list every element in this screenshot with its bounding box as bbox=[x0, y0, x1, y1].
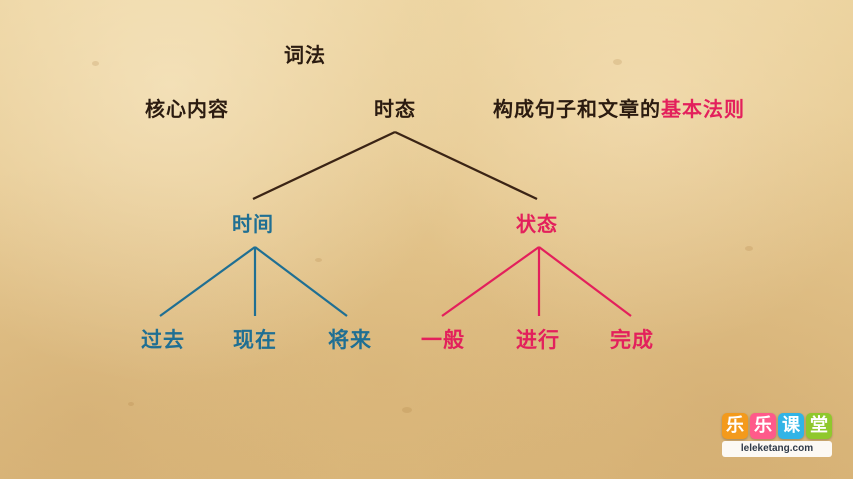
state-item-simple: 一般 bbox=[421, 328, 465, 352]
paper-speckle bbox=[745, 246, 753, 251]
rule-description-prefix: 构成句子和文章的 bbox=[493, 97, 661, 121]
brand-logo-char: 课 bbox=[778, 413, 804, 439]
time-branch-label: 时间 bbox=[232, 212, 274, 236]
time-item-present: 现在 bbox=[233, 328, 277, 352]
time-item-past: 过去 bbox=[141, 328, 185, 352]
tense-root-label: 时态 bbox=[374, 97, 416, 121]
connector-line-future bbox=[254, 246, 348, 317]
connector-line-state bbox=[394, 130, 538, 201]
paper-speckle bbox=[315, 258, 322, 262]
brand-logo-url: leleketang.com bbox=[722, 441, 832, 457]
brand-logo-char: 堂 bbox=[806, 413, 832, 439]
page-title: 词法 bbox=[284, 43, 326, 67]
brand-logo-tiles: 乐 乐 课 堂 bbox=[722, 413, 832, 439]
brand-logo-char: 乐 bbox=[750, 413, 776, 439]
connector-line-perfect bbox=[538, 246, 632, 317]
connector-line-time bbox=[252, 130, 396, 201]
connector-line-simple bbox=[441, 246, 540, 317]
state-item-perfect: 完成 bbox=[610, 328, 654, 352]
core-content-label: 核心内容 bbox=[145, 97, 229, 121]
brand-logo: 乐 乐 课 堂 leleketang.com bbox=[722, 413, 832, 459]
paper-speckle bbox=[402, 407, 412, 413]
state-branch-label: 状态 bbox=[516, 212, 558, 236]
rule-description-highlight: 基本法则 bbox=[661, 97, 745, 121]
paper-speckle bbox=[613, 59, 622, 65]
connector-line-past bbox=[159, 246, 256, 317]
time-item-future: 将来 bbox=[328, 328, 372, 352]
state-item-progressive: 进行 bbox=[516, 328, 560, 352]
rule-description: 构成句子和文章的基本法则 bbox=[493, 99, 745, 119]
brand-logo-char: 乐 bbox=[722, 413, 748, 439]
paper-speckle bbox=[128, 402, 134, 406]
paper-speckle bbox=[92, 61, 99, 66]
